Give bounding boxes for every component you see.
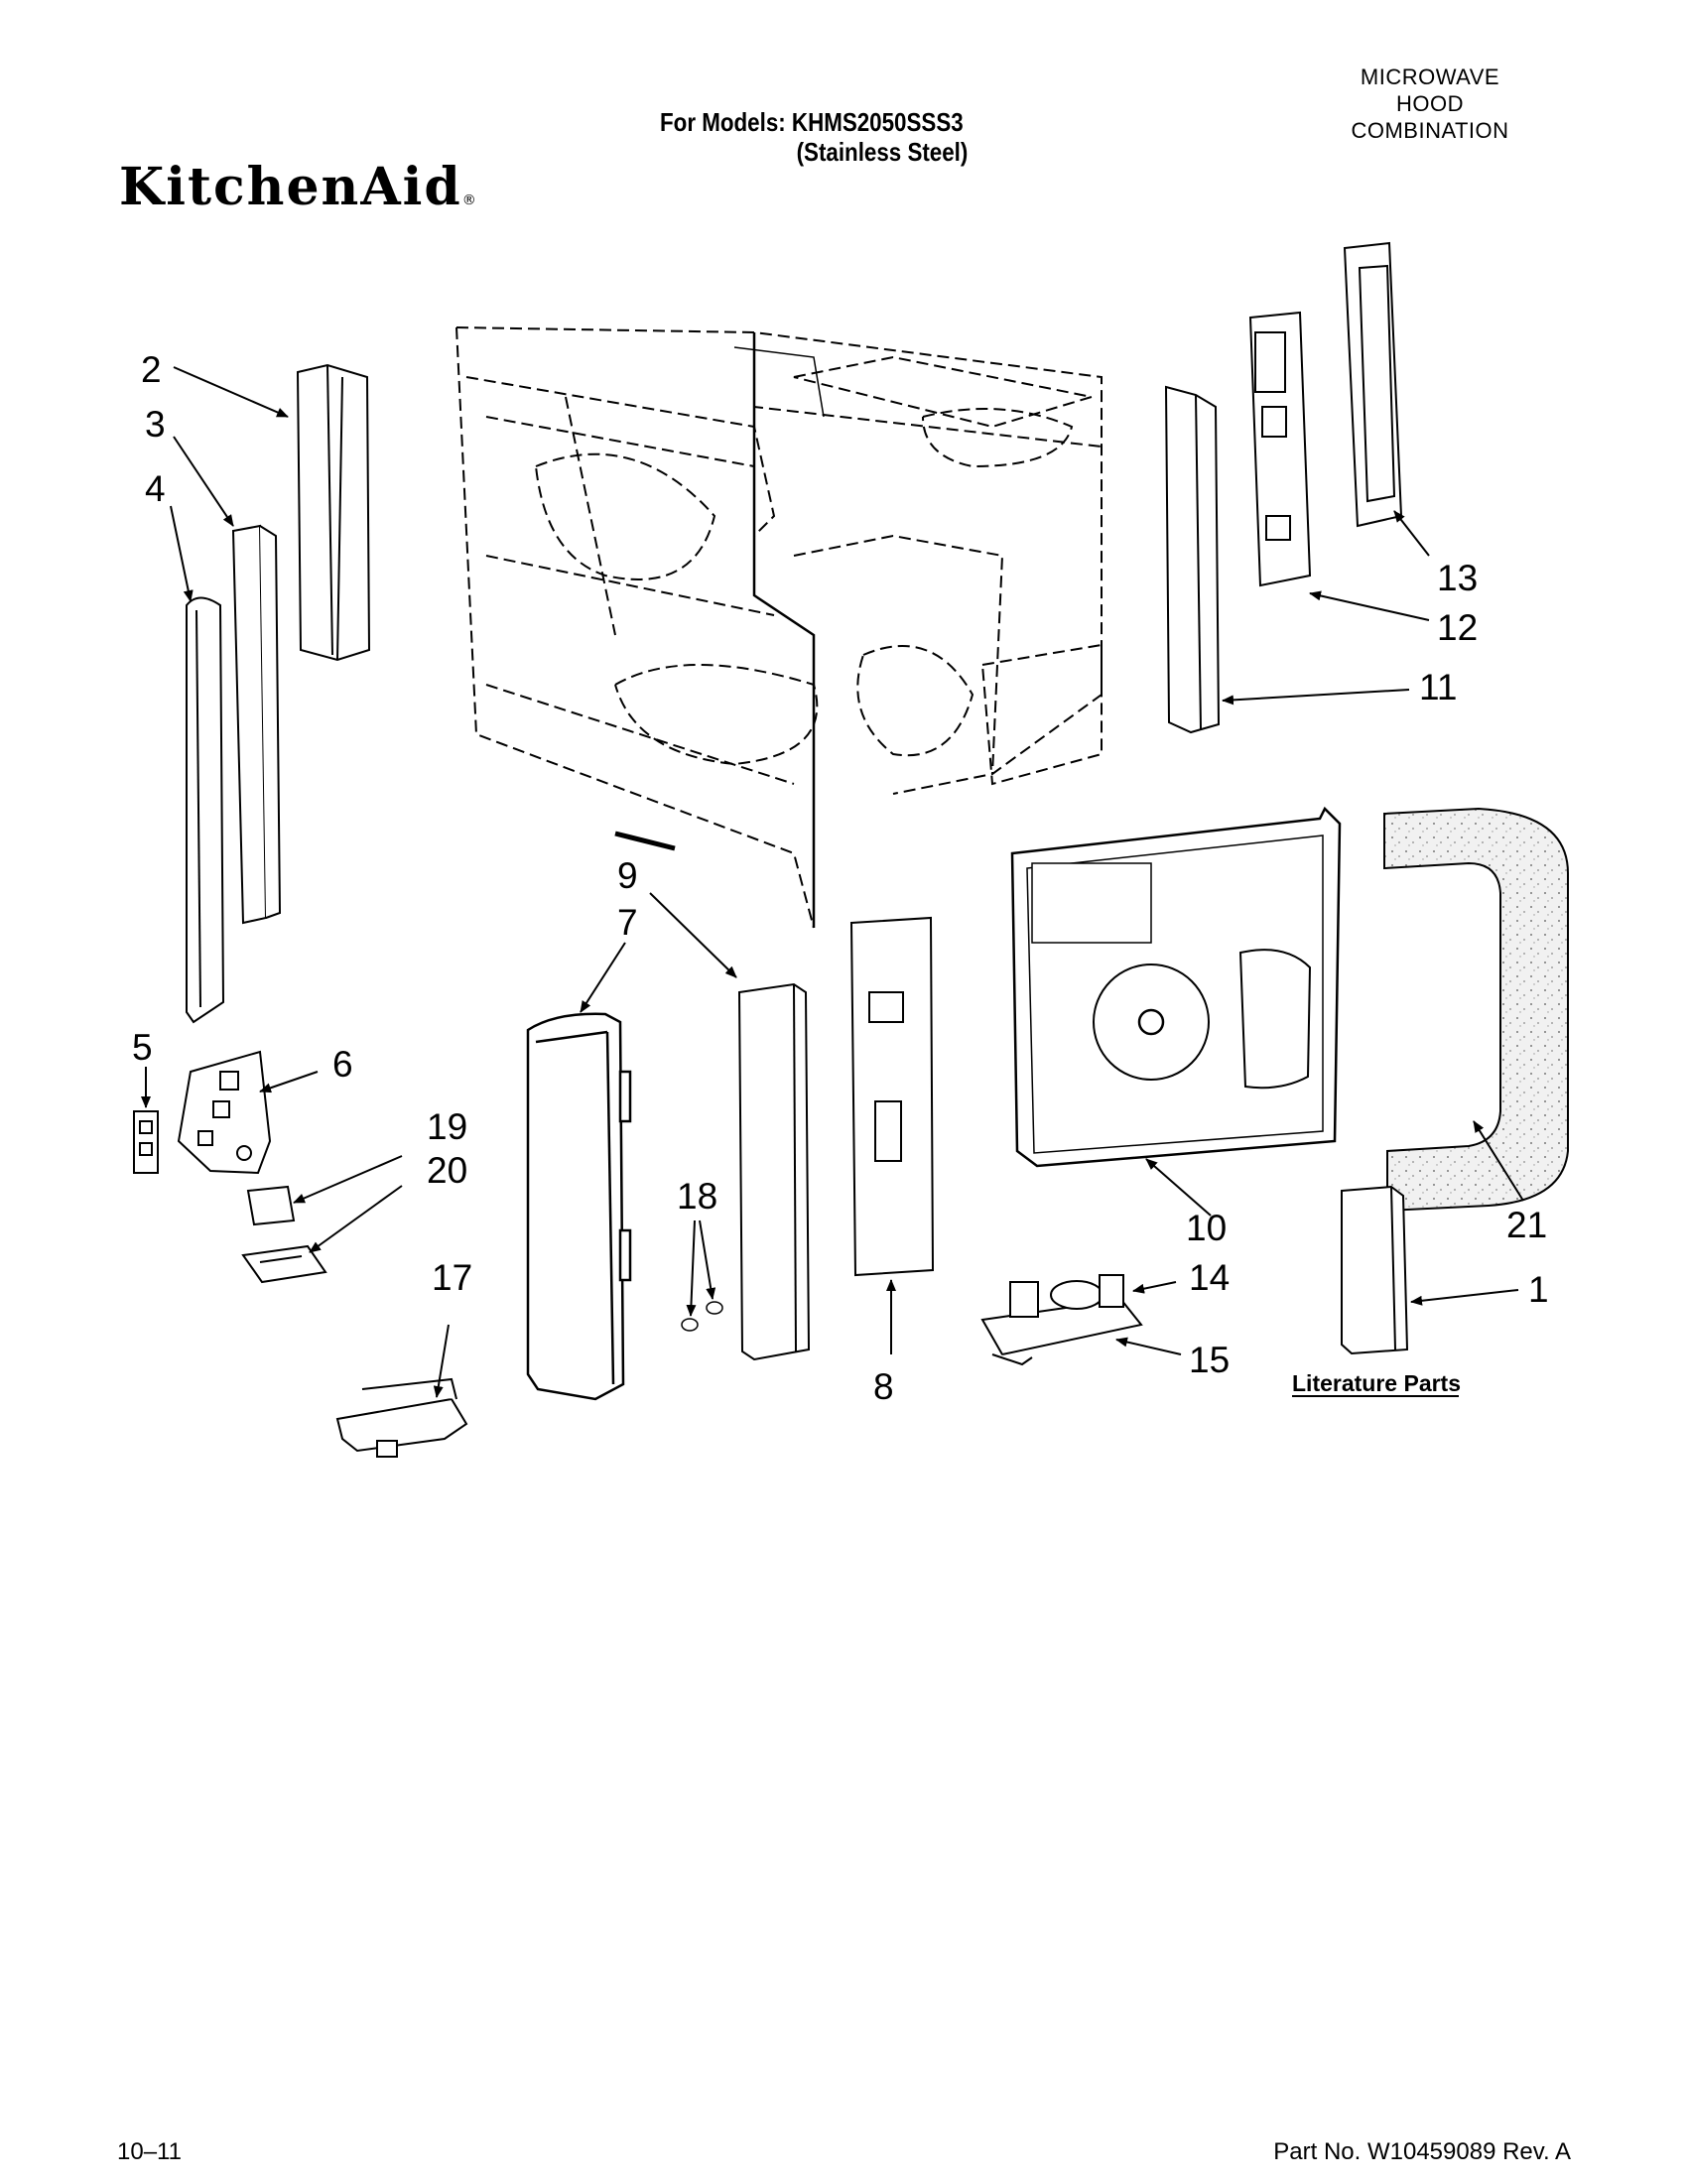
callout-21: 21 (1506, 1205, 1547, 1245)
callout-1: 1 (1528, 1269, 1549, 1310)
callout-8: 8 (873, 1366, 894, 1407)
leader-lines (141, 366, 1524, 1398)
callout-12: 12 (1437, 607, 1478, 648)
part-8-plate (849, 916, 935, 1277)
callout-9: 9 (617, 855, 638, 896)
callout-19: 19 (427, 1106, 467, 1147)
part-7-door (526, 1012, 632, 1401)
callout-5: 5 (132, 1027, 153, 1068)
callout-10: 10 (1186, 1208, 1227, 1248)
part-17-bracket (335, 1377, 468, 1458)
part-19-label (246, 1185, 296, 1226)
part-number: Part No. W10459089 Rev. A (1273, 2138, 1571, 2165)
microwave-chassis (455, 326, 1103, 929)
part-4-side-trim (186, 596, 225, 1024)
registered-mark: ® (461, 193, 478, 208)
part-11-side-panel (1164, 385, 1221, 734)
part-6-control-board (177, 1050, 272, 1175)
callout-6: 6 (332, 1044, 353, 1085)
callout-14: 14 (1189, 1257, 1230, 1298)
callout-17: 17 (432, 1257, 472, 1298)
part-9-panel (737, 982, 811, 1361)
callout-18: 18 (677, 1176, 717, 1217)
part-13-vertical-board (1343, 241, 1403, 528)
part-12-circuit-board (1248, 311, 1312, 587)
model-finish: (Stainless Steel) (796, 137, 969, 167)
part-20-holder (241, 1244, 327, 1284)
callout-20: 20 (427, 1150, 467, 1191)
date-code: 10–11 (117, 2138, 182, 2165)
callout-numbers: 2 3 4 5 6 19 20 17 9 7 18 8 13 12 11 10 … (132, 349, 1549, 1407)
part-14-15-transformer (980, 1274, 1143, 1366)
category-line-3: COMBINATION (1351, 118, 1509, 143)
callout-11: 11 (1419, 667, 1457, 707)
literature-parts-label: Literature Parts (1292, 1370, 1461, 1396)
part-5-switch (133, 1110, 159, 1174)
model-number: For Models: KHMS2050SSS3 (660, 107, 964, 137)
product-category: MICROWAVE HOOD COMBINATION (1301, 64, 1559, 144)
callout-3: 3 (145, 404, 166, 445)
part-1-literature (1341, 1185, 1409, 1355)
part-10-back-plate (1010, 806, 1342, 1168)
kitchenaid-logo: KitchenAid® (119, 157, 478, 217)
callout-4: 4 (145, 468, 166, 509)
model-info: For Models: KHMS2050SSS3 (Stainless Stee… (660, 107, 984, 167)
callout-15: 15 (1189, 1340, 1230, 1380)
callout-13: 13 (1437, 558, 1478, 598)
part-21-insulation (1383, 807, 1569, 1213)
category-line-1: MICROWAVE (1360, 64, 1500, 89)
callout-7: 7 (617, 902, 638, 943)
category-line-2: HOOD (1396, 91, 1464, 116)
part-18-fasteners (681, 1301, 723, 1332)
part-2-bracket (296, 363, 371, 662)
part-3-panel (231, 524, 282, 925)
brand-name: KitchenAid (119, 157, 462, 217)
callout-2: 2 (141, 349, 162, 390)
